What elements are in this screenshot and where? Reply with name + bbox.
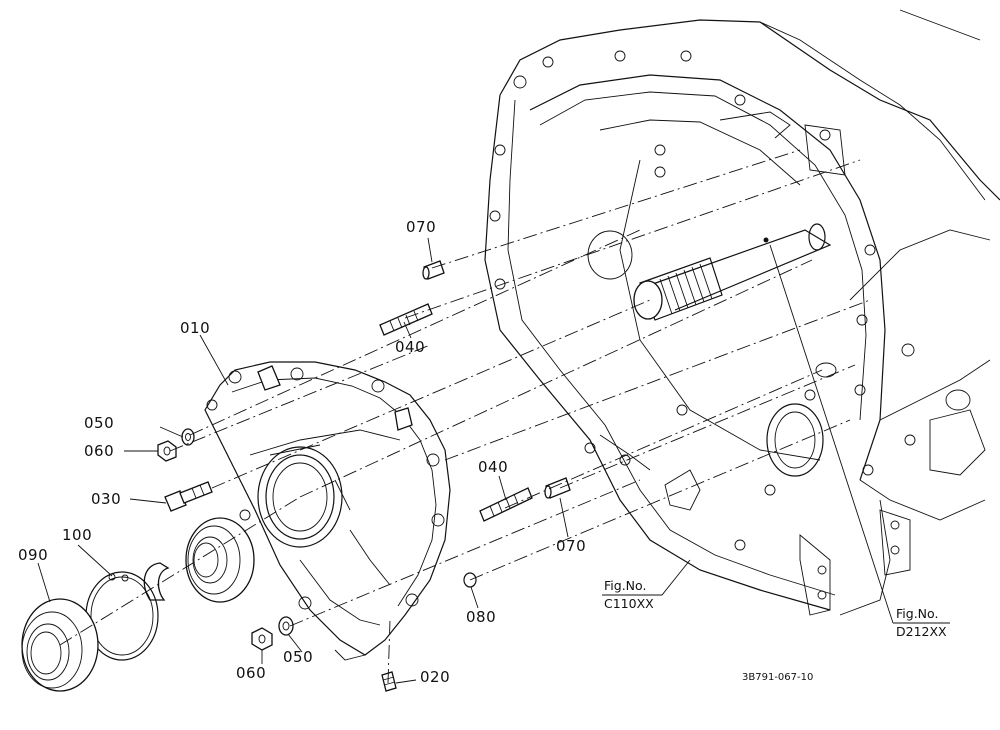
o-ring	[463, 572, 477, 588]
spring-washer-lower	[278, 616, 294, 636]
callout-040-upper: 040	[395, 338, 425, 356]
splined-shaft	[633, 223, 832, 321]
callout-090: 090	[18, 546, 48, 564]
fig-ref-c-code: C110XX	[604, 596, 654, 611]
assembly-centerlines	[59, 149, 871, 684]
spring-pin-upper	[422, 260, 445, 280]
transmission-case-housing	[484, 9, 1000, 616]
small-parts	[21, 260, 571, 692]
part-callouts: 070 040 010 050 060 030 100 090 040 070 …	[18, 218, 586, 686]
drawing-code: 3B791-067-10	[742, 672, 813, 683]
hex-nut-upper	[157, 440, 177, 462]
callout-070-lower: 070	[556, 537, 586, 555]
shaft-reference-point	[763, 237, 769, 243]
hex-nut-lower	[251, 627, 273, 651]
spring-washer-upper	[181, 428, 195, 446]
fig-ref-c-label: Fig.No.	[604, 578, 646, 593]
stud-bolt-lower	[479, 487, 533, 522]
drain-plug	[381, 671, 397, 692]
callout-020: 020	[420, 668, 450, 686]
stud-bolt-upper	[379, 303, 433, 336]
fig-ref-d-label: Fig.No.	[896, 606, 938, 621]
callout-070-upper: 070	[406, 218, 436, 236]
callout-050-lower: 050	[283, 648, 313, 666]
fig-ref-d-code: D212XX	[896, 624, 947, 639]
ball-bearing	[185, 517, 255, 603]
gear-case-cover	[204, 361, 451, 661]
figure-references: Fig.No. C110XX Fig.No. D212XX 3B791-067-…	[604, 578, 947, 683]
callout-040-lower: 040	[478, 458, 508, 476]
callout-100: 100	[62, 526, 92, 544]
callout-060-upper: 060	[84, 442, 114, 460]
hex-bolt	[164, 481, 213, 512]
leader-lines	[37, 237, 950, 684]
callout-060-lower: 060	[236, 664, 266, 682]
callout-010: 010	[180, 319, 210, 337]
callout-030: 030	[91, 490, 121, 508]
callout-050-upper: 050	[84, 414, 114, 432]
callout-080: 080	[466, 608, 496, 626]
inner-snap-ring	[143, 562, 170, 601]
spring-pin-lower	[544, 477, 571, 499]
